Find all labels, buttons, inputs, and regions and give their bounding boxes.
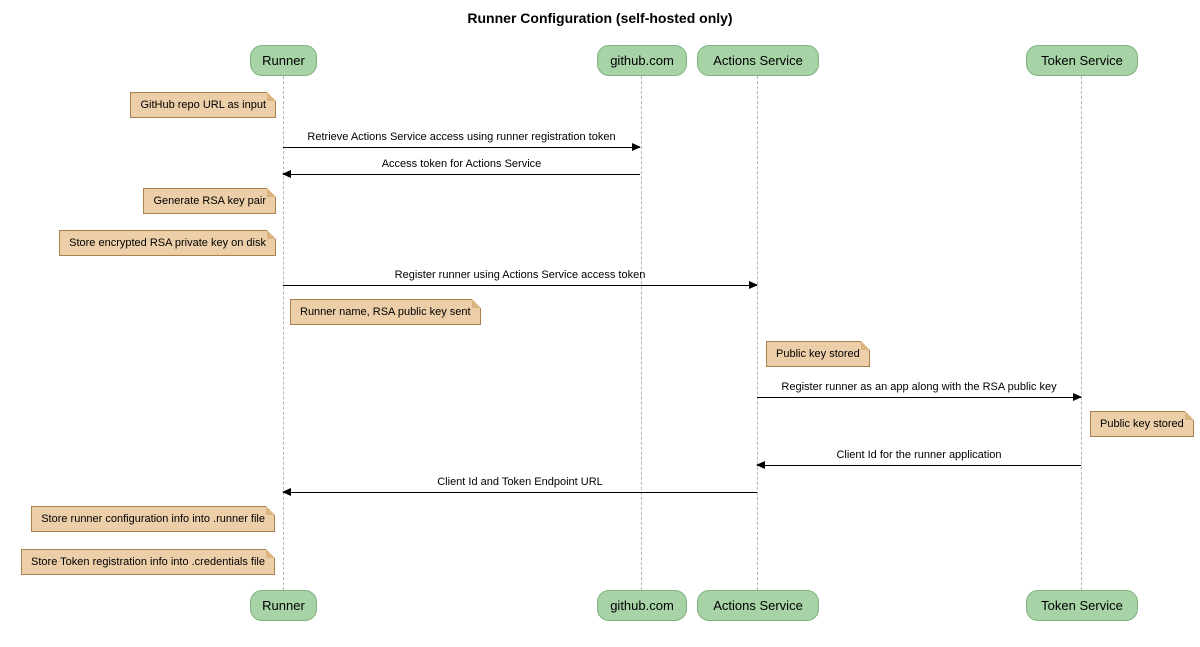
message-retrieve-actions-access: Retrieve Actions Service access using ru…: [283, 131, 641, 151]
diagram-title: Runner Configuration (self-hosted only): [467, 10, 733, 26]
note-store-encrypted-key: Store encrypted RSA private key on disk: [59, 230, 276, 256]
message-label: Access token for Actions Service: [381, 158, 542, 170]
arrowhead-left-icon: [282, 170, 291, 178]
note-github-repo-url: GitHub repo URL as input: [130, 92, 276, 118]
participant-label: Runner: [262, 53, 305, 68]
arrowhead-right-icon: [749, 281, 758, 289]
lifeline-github: [641, 76, 642, 590]
participant-label: Actions Service: [713, 53, 803, 68]
participant-label: Token Service: [1041, 53, 1123, 68]
arrowhead-right-icon: [632, 143, 641, 151]
message-label: Register runner using Actions Service ac…: [394, 269, 646, 281]
participant-github-top: github.com: [597, 45, 687, 76]
note-public-key-stored-actions: Public key stored: [766, 341, 870, 367]
participant-runner-top: Runner: [250, 45, 317, 76]
arrowhead-right-icon: [1073, 393, 1082, 401]
note-generate-rsa-key-pair: Generate RSA key pair: [143, 188, 276, 214]
message-client-id-runner-app: Client Id for the runner application: [756, 449, 1081, 469]
arrowhead-left-icon: [282, 488, 291, 496]
message-register-runner-as-app: Register runner as an app along with the…: [757, 381, 1082, 401]
message-label: Client Id and Token Endpoint URL: [437, 476, 603, 488]
message-line: [756, 461, 1081, 469]
participant-github-bottom: github.com: [597, 590, 687, 621]
note-store-token-registration: Store Token registration info into .cred…: [21, 549, 275, 575]
message-line: [283, 281, 758, 289]
participant-token-service-top: Token Service: [1026, 45, 1138, 76]
lifeline-actions-service: [757, 76, 758, 590]
participant-actions-service-bottom: Actions Service: [697, 590, 819, 621]
message-label: Register runner as an app along with the…: [781, 381, 1057, 393]
participant-label: Token Service: [1041, 598, 1123, 613]
message-line: [283, 143, 641, 151]
message-label: Retrieve Actions Service access using ru…: [307, 131, 616, 143]
participant-label: github.com: [610, 53, 674, 68]
note-runner-name-public-key: Runner name, RSA public key sent: [290, 299, 481, 325]
note-store-runner-config: Store runner configuration info into .ru…: [31, 506, 275, 532]
participant-token-service-bottom: Token Service: [1026, 590, 1138, 621]
participant-label: Actions Service: [713, 598, 803, 613]
message-client-id-token-endpoint: Client Id and Token Endpoint URL: [282, 476, 757, 496]
lifeline-runner: [283, 76, 284, 590]
message-line: [757, 393, 1082, 401]
participant-actions-service-top: Actions Service: [697, 45, 819, 76]
note-public-key-stored-token: Public key stored: [1090, 411, 1194, 437]
message-register-runner: Register runner using Actions Service ac…: [283, 269, 758, 289]
message-line: [282, 170, 640, 178]
participant-label: github.com: [610, 598, 674, 613]
participant-runner-bottom: Runner: [250, 590, 317, 621]
participant-label: Runner: [262, 598, 305, 613]
lifeline-token-service: [1081, 76, 1082, 590]
message-label: Client Id for the runner application: [836, 449, 1002, 461]
arrowhead-left-icon: [756, 461, 765, 469]
message-line: [282, 488, 757, 496]
message-access-token: Access token for Actions Service: [282, 158, 640, 178]
